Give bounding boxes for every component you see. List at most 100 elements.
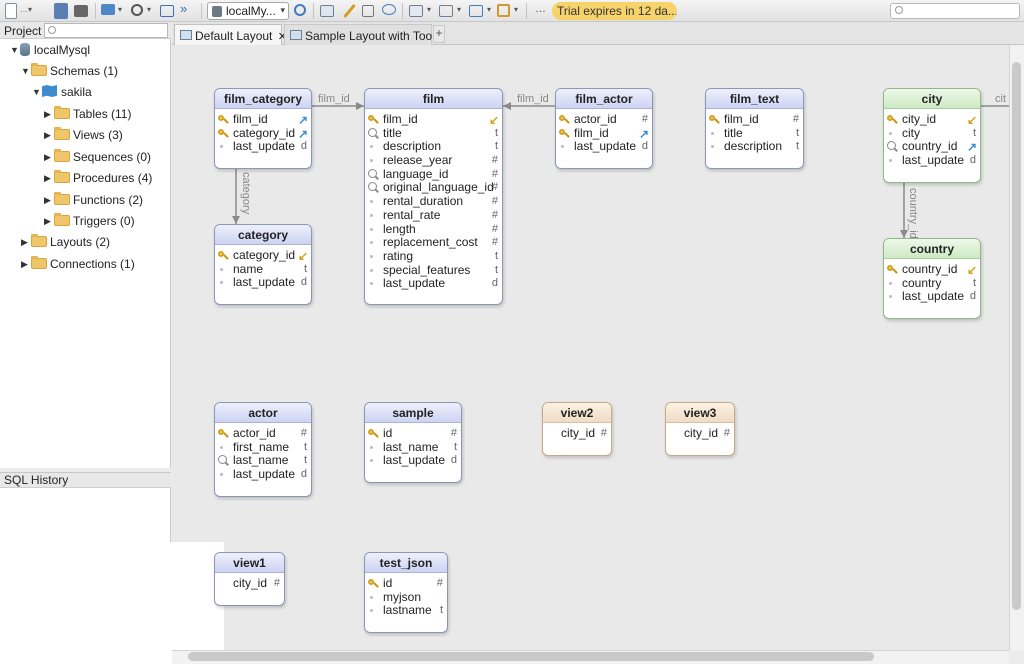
entity-field[interactable]: country_id↗ xyxy=(884,140,980,154)
entity-title[interactable]: actor xyxy=(215,403,311,423)
entity-field[interactable]: film_id↙ xyxy=(365,113,502,127)
entity-title[interactable]: country xyxy=(884,239,980,259)
entity-field[interactable]: city_id# xyxy=(543,427,611,441)
terminal-dropdown-icon[interactable]: ▾ xyxy=(457,5,462,14)
trial-badge[interactable]: Trial expires in 12 da... xyxy=(552,2,677,20)
entity-title[interactable]: film_text xyxy=(706,89,803,109)
entity-field[interactable]: film_id# xyxy=(706,113,803,127)
entity-view3[interactable]: view3 city_id# xyxy=(665,402,735,456)
entity-field[interactable]: language_id# xyxy=(365,167,502,182)
tab-default-layout[interactable]: Default Layout ✕ xyxy=(174,24,287,45)
entity-title[interactable]: city xyxy=(884,89,980,109)
tree-item-triggers[interactable]: ▶Triggers (0) xyxy=(44,213,135,228)
collapsed-triangle-icon[interactable]: ▶ xyxy=(21,259,28,269)
expanded-triangle-icon[interactable]: ▼ xyxy=(10,45,19,55)
connection-select[interactable]: localMy... ▾ xyxy=(207,2,289,20)
tree-item-tables[interactable]: ▶Tables (11) xyxy=(44,106,132,121)
zoom-icon[interactable] xyxy=(131,4,143,16)
expanded-triangle-icon[interactable]: ▼ xyxy=(32,87,41,97)
expanded-triangle-icon[interactable]: ▼ xyxy=(21,66,30,76)
tab-sample-layout[interactable]: Sample Layout with Tools xyxy=(284,24,441,45)
tree-item-layouts[interactable]: ▶Layouts (2) xyxy=(21,234,111,249)
tree-item-functions[interactable]: ▶Functions (2) xyxy=(44,192,144,207)
add-tab-button[interactable]: + xyxy=(433,25,445,43)
entity-field[interactable]: actor_id# xyxy=(215,427,311,441)
collapsed-triangle-icon[interactable]: ▶ xyxy=(44,216,51,226)
grid-icon[interactable] xyxy=(409,5,423,17)
entity-field[interactable]: rental_rate# xyxy=(365,208,502,223)
entity-title[interactable]: test_json xyxy=(365,553,447,573)
entity-field[interactable]: film_id↗ xyxy=(556,126,652,141)
table-icon[interactable] xyxy=(320,5,334,17)
collapsed-triangle-icon[interactable]: ▶ xyxy=(44,152,51,162)
copy-icon[interactable] xyxy=(362,5,374,17)
entity-field[interactable]: city_id# xyxy=(215,577,284,591)
close-icon[interactable]: ✕ xyxy=(277,31,287,43)
horizontal-scroll-thumb[interactable] xyxy=(188,652,874,661)
crop-icon[interactable] xyxy=(497,4,510,17)
grid-dropdown-icon[interactable]: ▾ xyxy=(427,5,432,14)
project-filter-input[interactable] xyxy=(44,23,168,38)
collapsed-triangle-icon[interactable]: ▶ xyxy=(21,237,28,247)
comment-icon[interactable] xyxy=(382,4,396,15)
entity-title[interactable]: category xyxy=(215,225,311,245)
arrange-dropdown-icon[interactable]: ▾ xyxy=(487,5,492,14)
entity-field[interactable]: city_id# xyxy=(666,427,734,441)
entity-field[interactable]: country_id↙ xyxy=(884,263,980,277)
collapsed-triangle-icon[interactable]: ▶ xyxy=(44,130,51,140)
forward-icon[interactable]: » xyxy=(180,1,188,16)
tree-item-views[interactable]: ▶Views (3) xyxy=(44,127,123,142)
vertical-scroll-thumb[interactable] xyxy=(1012,62,1021,610)
entity-field[interactable]: replacement_cost# xyxy=(365,236,502,250)
entity-field[interactable]: rental_duration# xyxy=(365,195,502,209)
entity-title[interactable]: film_actor xyxy=(556,89,652,109)
entity-title[interactable]: film xyxy=(365,89,502,109)
collapsed-triangle-icon[interactable]: ▶ xyxy=(44,109,51,119)
entity-title[interactable]: sample xyxy=(365,403,461,423)
entity-field[interactable]: category_id↙ xyxy=(215,249,311,263)
entity-field[interactable]: city_id↙ xyxy=(884,113,980,127)
entity-title[interactable]: view3 xyxy=(666,403,734,423)
new-dropdown-icon[interactable]: …▾ xyxy=(20,5,33,14)
crop-dropdown-icon[interactable]: ▾ xyxy=(514,5,519,14)
refresh-icon[interactable] xyxy=(294,4,306,16)
terminal-icon[interactable] xyxy=(439,5,453,17)
entity-field[interactable]: myjson xyxy=(365,590,447,605)
collapsed-triangle-icon[interactable]: ▶ xyxy=(44,195,51,205)
tree-item-procedures[interactable]: ▶Procedures (4) xyxy=(44,170,153,185)
entity-field[interactable]: actor_id# xyxy=(556,113,652,127)
collapsed-triangle-icon[interactable]: ▶ xyxy=(44,173,51,183)
tree-item-schemas[interactable]: ▼Schemas (1) xyxy=(21,63,119,78)
entity-title[interactable]: film_category xyxy=(215,89,311,109)
entity-field[interactable]: id# xyxy=(365,427,461,441)
entity-field[interactable]: category_id↗ xyxy=(215,126,311,141)
monitor-icon[interactable] xyxy=(101,4,115,15)
entity-field[interactable]: length# xyxy=(365,222,502,237)
arrange-icon[interactable] xyxy=(469,5,483,17)
entity-field[interactable]: release_year# xyxy=(365,154,502,168)
monitor-dropdown-icon[interactable]: ▾ xyxy=(118,5,123,14)
